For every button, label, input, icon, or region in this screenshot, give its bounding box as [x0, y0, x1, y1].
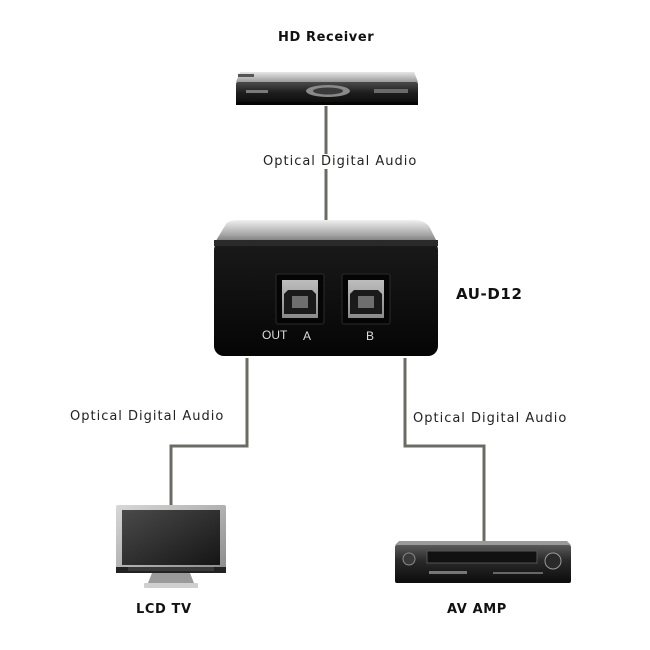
port-out-label: OUT: [262, 328, 288, 342]
port-a-label: A: [303, 329, 312, 343]
cable-right: [403, 358, 486, 546]
switch-label: AU-D12: [456, 285, 523, 303]
cable-left-label: Optical Digital Audio: [70, 409, 225, 424]
port-b-label: B: [366, 329, 375, 343]
cable-right-label: Optical Digital Audio: [413, 411, 568, 426]
cable-left: [169, 358, 249, 508]
lcd-tv-device: [114, 505, 228, 591]
au-d12-device: OUT A B: [212, 220, 440, 360]
amp-label: AV AMP: [447, 602, 507, 617]
cable-top-label: Optical Digital Audio: [262, 154, 419, 169]
av-amp-device: [393, 541, 573, 585]
receiver-label: HD Receiver: [278, 30, 375, 45]
tv-label: LCD TV: [136, 602, 192, 617]
hd-receiver-device: [234, 66, 420, 110]
